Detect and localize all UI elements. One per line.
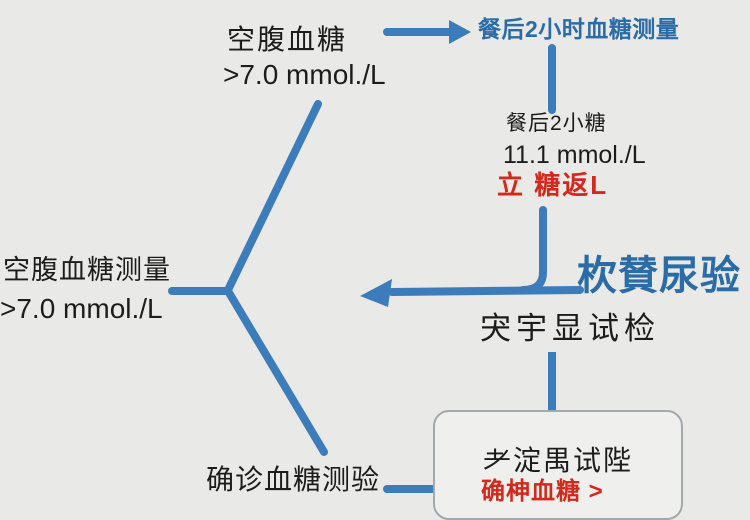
connector-diagonal-down: [224, 287, 328, 456]
fasting-glucose-value: >7.0 mmol./L: [223, 59, 386, 90]
flow-connectors: [168, 20, 584, 493]
postprandial-result-value: 11.1 mmol./L: [503, 141, 646, 169]
postprandial-result-warning: 立 糖返L: [497, 170, 609, 200]
arrow-right-icon: [449, 20, 471, 44]
confirm-test-box-red-label: 确柛血糖 >: [481, 478, 604, 505]
flowchart-canvas: { "colors": { "bg": "#e9e9e7", "line_blu…: [0, 16, 741, 520]
postprandial-measure-title: 餐后2小时血糖测量: [478, 16, 680, 42]
fasting-measure-left-value: >7.0 mmol./L: [0, 293, 163, 324]
arrow-left-icon: [360, 279, 392, 307]
confirm-test-box: 耂淀禺试陛 确柛血糖 >: [433, 410, 683, 520]
connector-elbow: [519, 206, 547, 294]
confirm-test-box-title: 耂淀禺试陛: [482, 445, 633, 476]
urine-test-label: 杴賛尿验: [577, 254, 741, 298]
confirm-glucose-test-label: 确诊血糖测验: [206, 464, 381, 495]
fasting-measure-left-title: 空腹血糖测量: [3, 255, 171, 285]
mid-test-label: 宊宇显试检: [480, 311, 660, 346]
postprandial-result-line1: 餐后2小糖: [506, 112, 607, 135]
connector-diagonal-up: [224, 100, 322, 294]
fasting-glucose-title: 空腹血糖: [227, 24, 348, 55]
connector-horizontal-left: [388, 286, 584, 296]
